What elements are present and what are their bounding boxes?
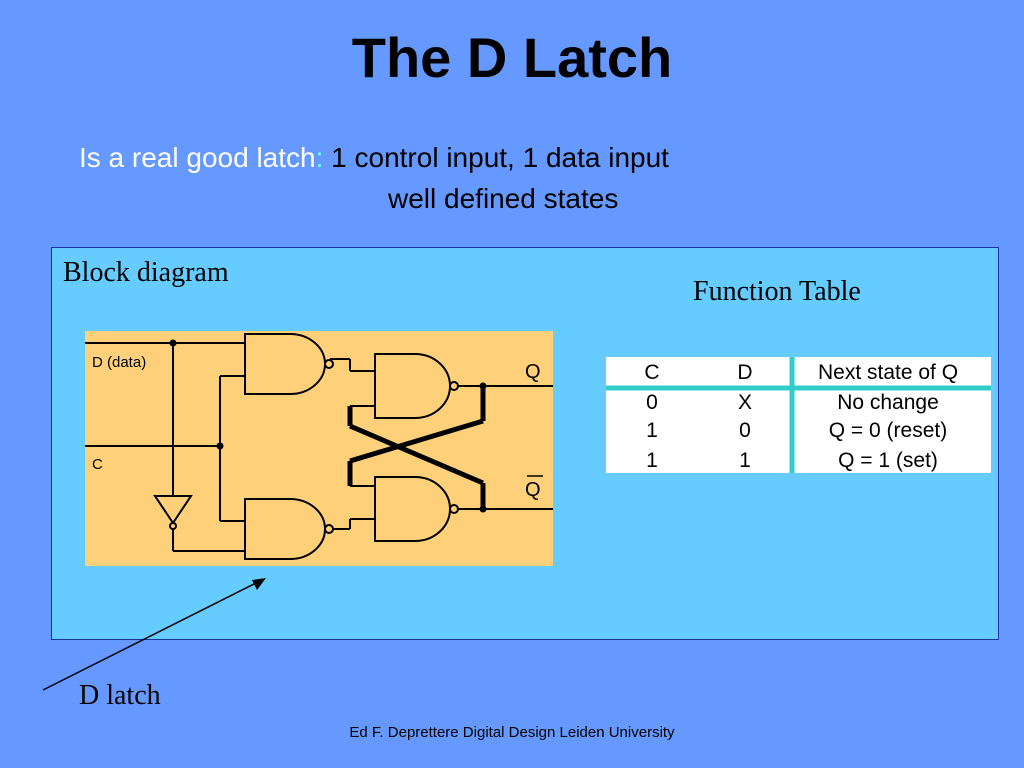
d-latch-label: D latch [79, 680, 161, 711]
table-cell: 0 [739, 419, 751, 442]
function-table: C D Next state of Q 0 X No change 1 0 Q … [606, 357, 991, 473]
subtitle-line-2: well defined states [388, 183, 619, 214]
subtitle-line-1: Is a real good latch: 1 control input, 1… [79, 142, 669, 174]
table-cell: 1 [646, 419, 658, 442]
input-label-control: C [92, 456, 103, 473]
output-label-q: Q [525, 361, 541, 383]
table-header-c: C [644, 361, 659, 384]
slide-title: The D Latch [351, 26, 673, 89]
subtitle-rest: 1 control input, 1 data input [323, 142, 669, 173]
table-header-d: D [737, 361, 752, 384]
table-cell: No change [837, 391, 939, 414]
nand-gate-4 [374, 476, 451, 542]
inverter [153, 495, 193, 525]
table-cell: 1 [646, 449, 658, 472]
footer: Ed F. Deprettere Digital Design Leiden U… [349, 724, 675, 741]
block-diagram-label: Block diagram [63, 257, 229, 288]
output-label-qbar: Q [525, 479, 541, 501]
function-table-label: Function Table [693, 276, 861, 307]
table-header-next-state: Next state of Q [818, 361, 958, 384]
nand-gate-2 [244, 498, 326, 560]
subtitle-colon: : [315, 142, 324, 173]
input-label-data: D (data) [92, 354, 146, 371]
subtitle-highlight: Is a real good latch [79, 142, 316, 173]
d-latch-circuit: D (data) C Q Q [85, 331, 553, 566]
table-cell: 1 [739, 449, 751, 472]
nand-gate-1 [244, 333, 326, 395]
table-cell: X [738, 391, 752, 414]
table-cell: Q = 1 (set) [838, 449, 938, 472]
table-cell: 0 [646, 391, 658, 414]
nand-gate-3 [374, 353, 451, 419]
table-cell: Q = 0 (reset) [829, 419, 947, 442]
